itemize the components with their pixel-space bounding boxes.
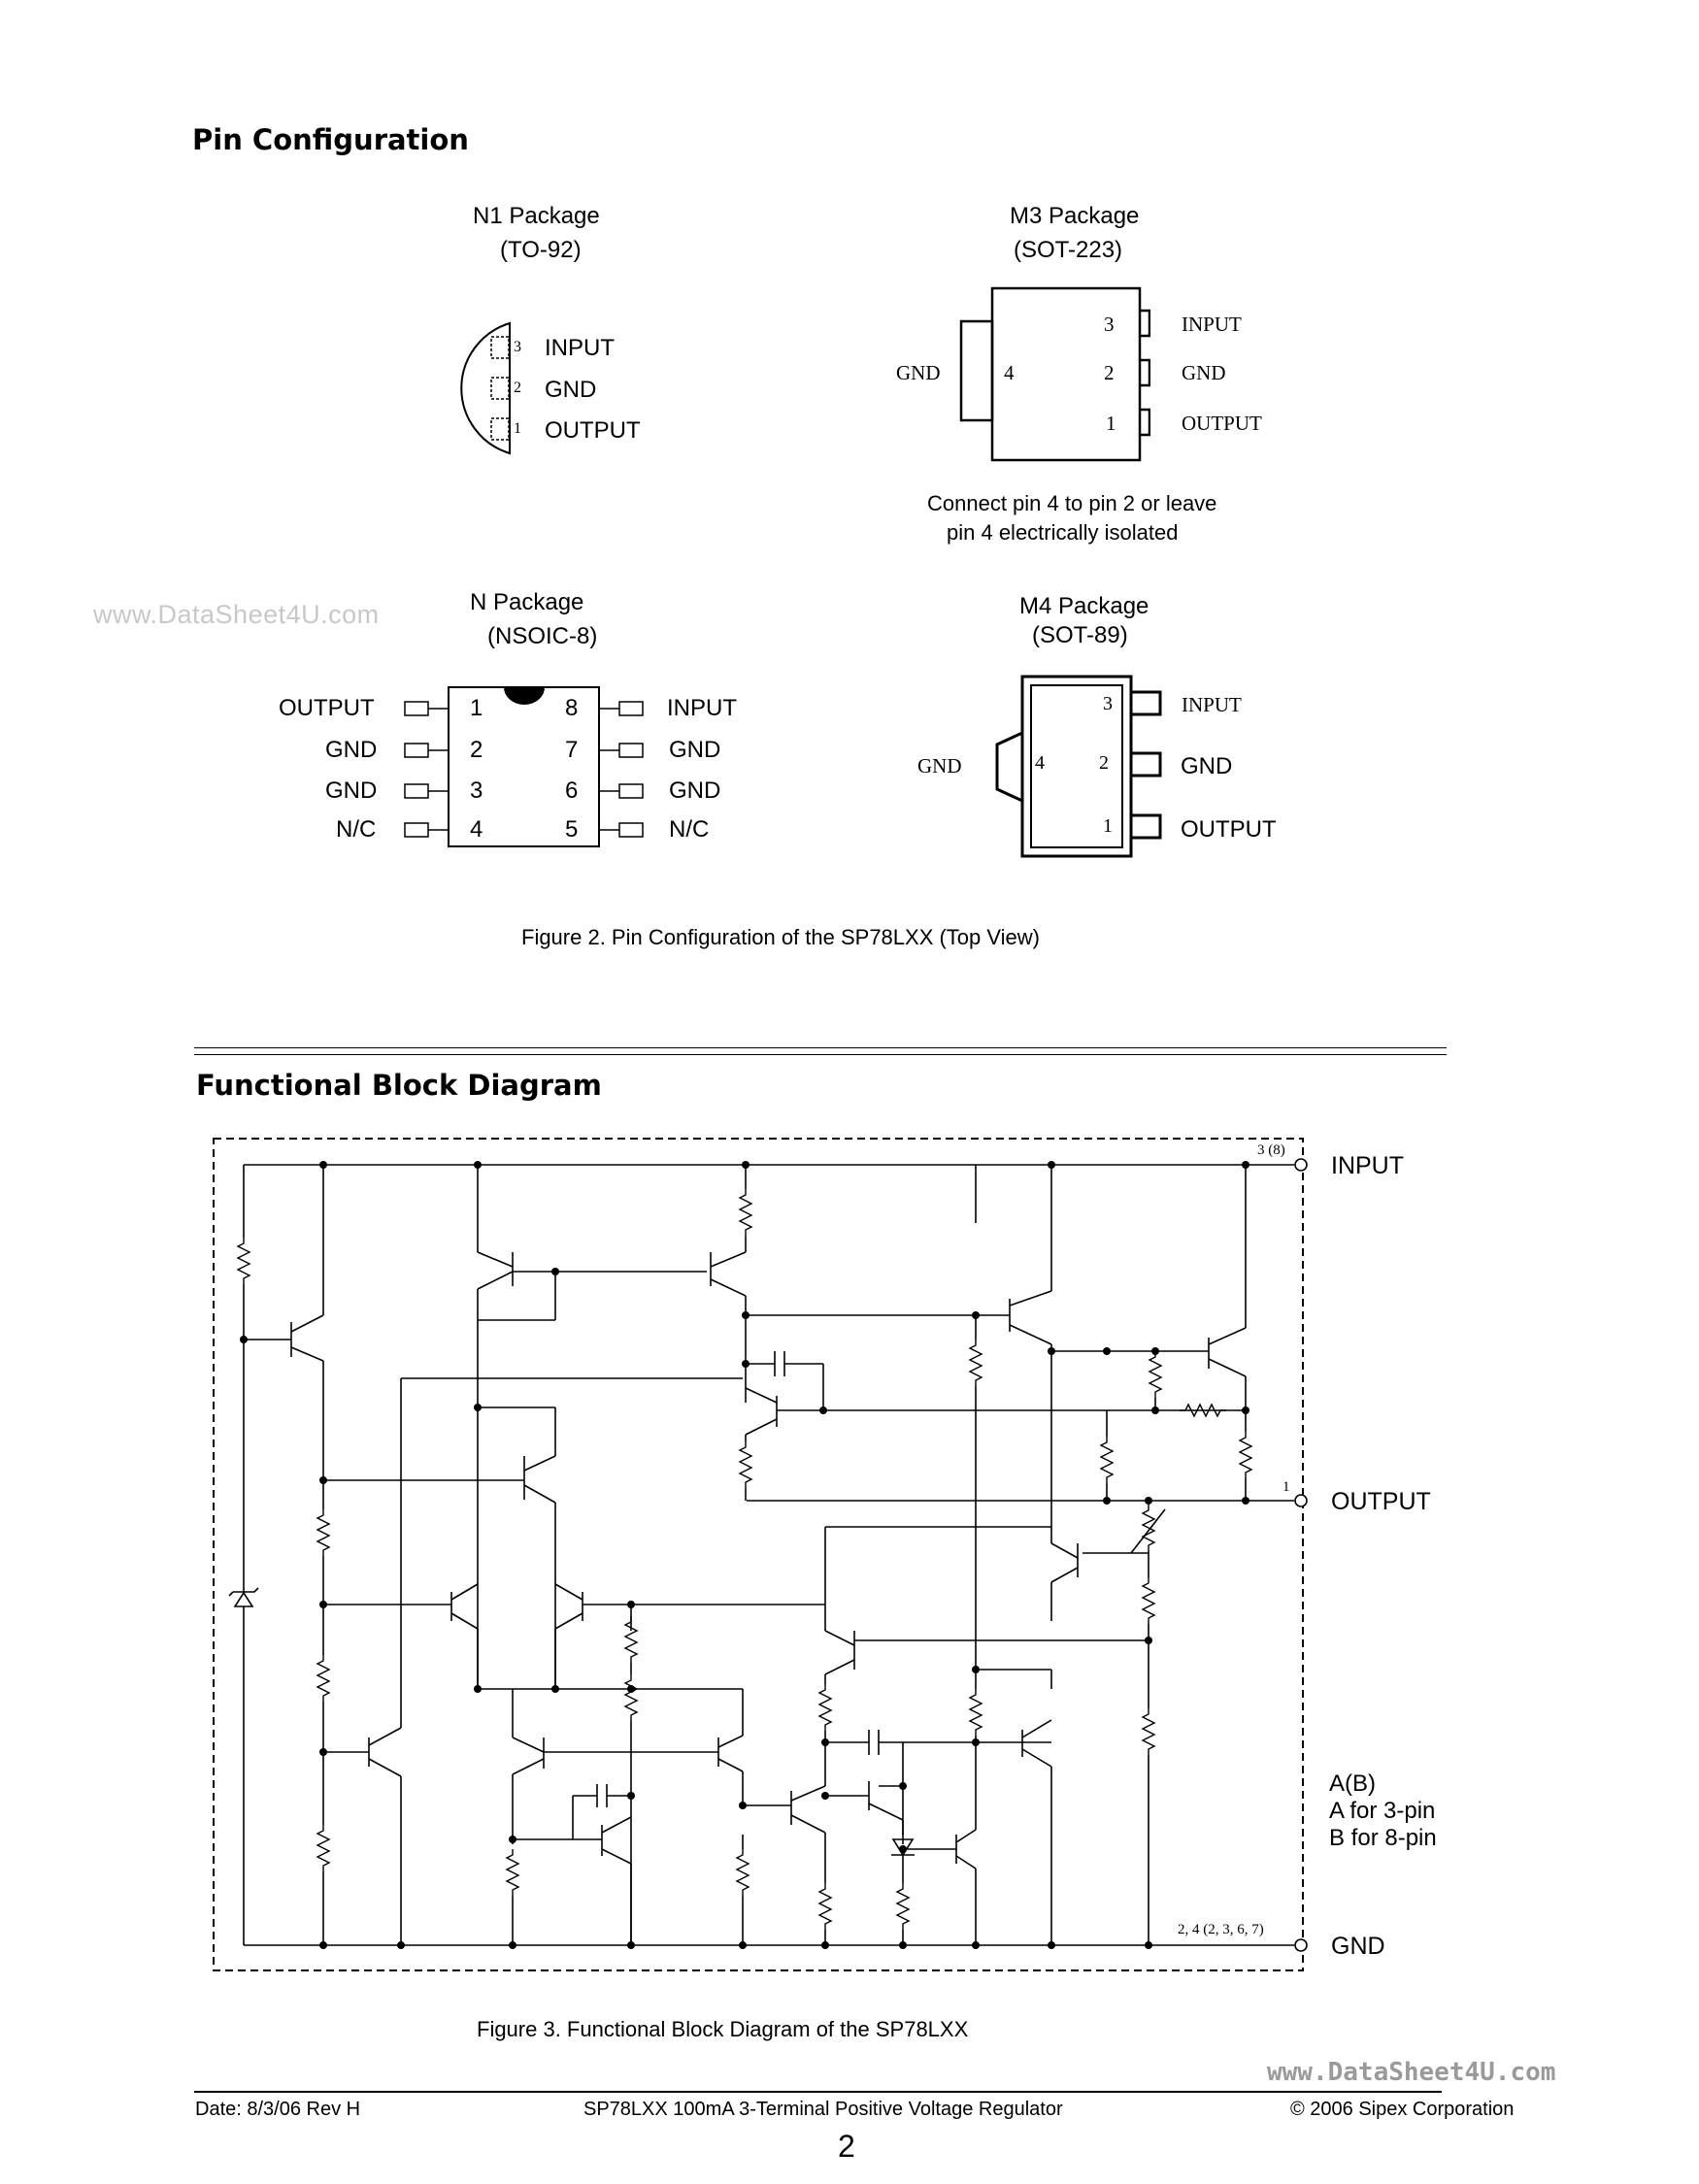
figure3-caption: Figure 3. Functional Block Diagram of th…: [477, 2017, 969, 2041]
n1-pin2-number: 2: [514, 380, 521, 396]
n1-pin1-number: 1: [514, 420, 521, 437]
functional-block-diagram-heading: Functional Block Diagram: [196, 1069, 602, 1102]
m3-pin3-number: 3: [1104, 313, 1115, 336]
n1-pin3-number: 3: [514, 339, 521, 355]
gnd-pin-numbers: 2, 4 (2, 3, 6, 7): [1178, 1922, 1264, 1937]
m4-pin3-label: INPUT: [1182, 693, 1242, 716]
n-pin4-number: 4: [470, 816, 483, 843]
footer-copyright: © 2006 Sipex Corporation: [1290, 2099, 1515, 2120]
m4-pin2-label: GND: [1181, 753, 1233, 779]
m3-tab-number: 4: [1004, 361, 1015, 384]
pin-note-line3: B for 8-pin: [1329, 1825, 1437, 1851]
page-number: 2: [838, 2129, 855, 2164]
m4-package-outline: [995, 675, 1162, 858]
pin-configuration-heading: Pin Configuration: [192, 123, 469, 156]
m3-pin3-label: INPUT: [1182, 313, 1242, 336]
m4-package-type: (SOT-89): [1032, 622, 1128, 648]
n-pin3-label: GND: [325, 778, 378, 804]
n-pin7-number: 7: [565, 737, 579, 763]
n-pin3-number: 3: [470, 778, 483, 804]
m4-tab-number: 4: [1035, 752, 1045, 774]
n-package-type: (NSOIC-8): [487, 623, 598, 649]
n-package-name: N Package: [470, 589, 584, 615]
n-pin8-number: 8: [565, 695, 579, 721]
pin-note-line2: A for 3-pin: [1329, 1798, 1436, 1824]
n-pin6-number: 6: [565, 778, 579, 804]
footer-divider: [194, 2091, 1442, 2093]
m3-pin2-number: 2: [1104, 361, 1115, 384]
n1-package-name: N1 Package: [473, 203, 600, 229]
n-pin5-label: N/C: [669, 816, 710, 843]
input-terminal-label: INPUT: [1331, 1152, 1404, 1179]
m4-pin2-number: 2: [1099, 752, 1109, 774]
m3-pin1-number: 1: [1106, 412, 1116, 435]
output-terminal-label: OUTPUT: [1331, 1488, 1431, 1515]
section-divider-bottom: [194, 1054, 1447, 1055]
m3-package-type: (SOT-223): [1014, 237, 1123, 263]
output-pin-number: 1: [1283, 1479, 1290, 1495]
n-pin4-label: N/C: [336, 816, 377, 843]
footer-date: Date: 8/3/06 Rev H: [195, 2099, 361, 2120]
m3-pin2-label: GND: [1182, 361, 1226, 384]
n1-package-type: (TO-92): [500, 237, 582, 263]
n-pin1-label: OUTPUT: [279, 695, 375, 721]
m4-pin3-number: 3: [1103, 693, 1113, 714]
n1-package-outline: [460, 321, 511, 455]
n-pin6-label: GND: [669, 778, 721, 804]
m3-note-line1: Connect pin 4 to pin 2 or leave: [927, 491, 1217, 515]
figure2-caption: Figure 2. Pin Configuration of the SP78L…: [521, 925, 1041, 949]
input-pin-number: 3 (8): [1257, 1142, 1285, 1158]
watermark-right: www.DataSheet4U.com: [1267, 2058, 1556, 2087]
n-pin7-label: GND: [669, 737, 721, 763]
m4-package-name: M4 Package: [1019, 593, 1149, 619]
n1-pin2-label: GND: [545, 377, 597, 403]
footer-title: SP78LXX 100mA 3-Terminal Positive Voltag…: [583, 2099, 1063, 2120]
gnd-terminal-label: GND: [1331, 1933, 1385, 1960]
m3-package-outline: [959, 286, 1150, 462]
n-package-outline: [404, 686, 644, 847]
m3-pin1-label: OUTPUT: [1182, 412, 1262, 435]
n-pin5-number: 5: [565, 816, 579, 843]
m4-pin1-label: OUTPUT: [1181, 816, 1277, 843]
m4-tab-label: GND: [917, 754, 962, 778]
pin-note-line1: A(B): [1329, 1770, 1376, 1797]
n-pin1-number: 1: [470, 695, 483, 721]
m3-package-name: M3 Package: [1010, 203, 1140, 229]
m3-note-line2: pin 4 electrically isolated: [947, 520, 1179, 545]
functional-block-diagram-schematic: [213, 1138, 1308, 1971]
watermark-left: www.DataSheet4U.com: [93, 600, 380, 629]
n1-pin1-label: OUTPUT: [545, 417, 641, 444]
n-pin2-number: 2: [470, 737, 483, 763]
m4-pin1-number: 1: [1103, 815, 1113, 837]
section-divider-top: [194, 1047, 1447, 1048]
m3-tab-label: GND: [896, 361, 941, 384]
n1-pin3-label: INPUT: [545, 335, 615, 361]
n-pin8-label: INPUT: [667, 695, 737, 721]
n-pin2-label: GND: [325, 737, 378, 763]
